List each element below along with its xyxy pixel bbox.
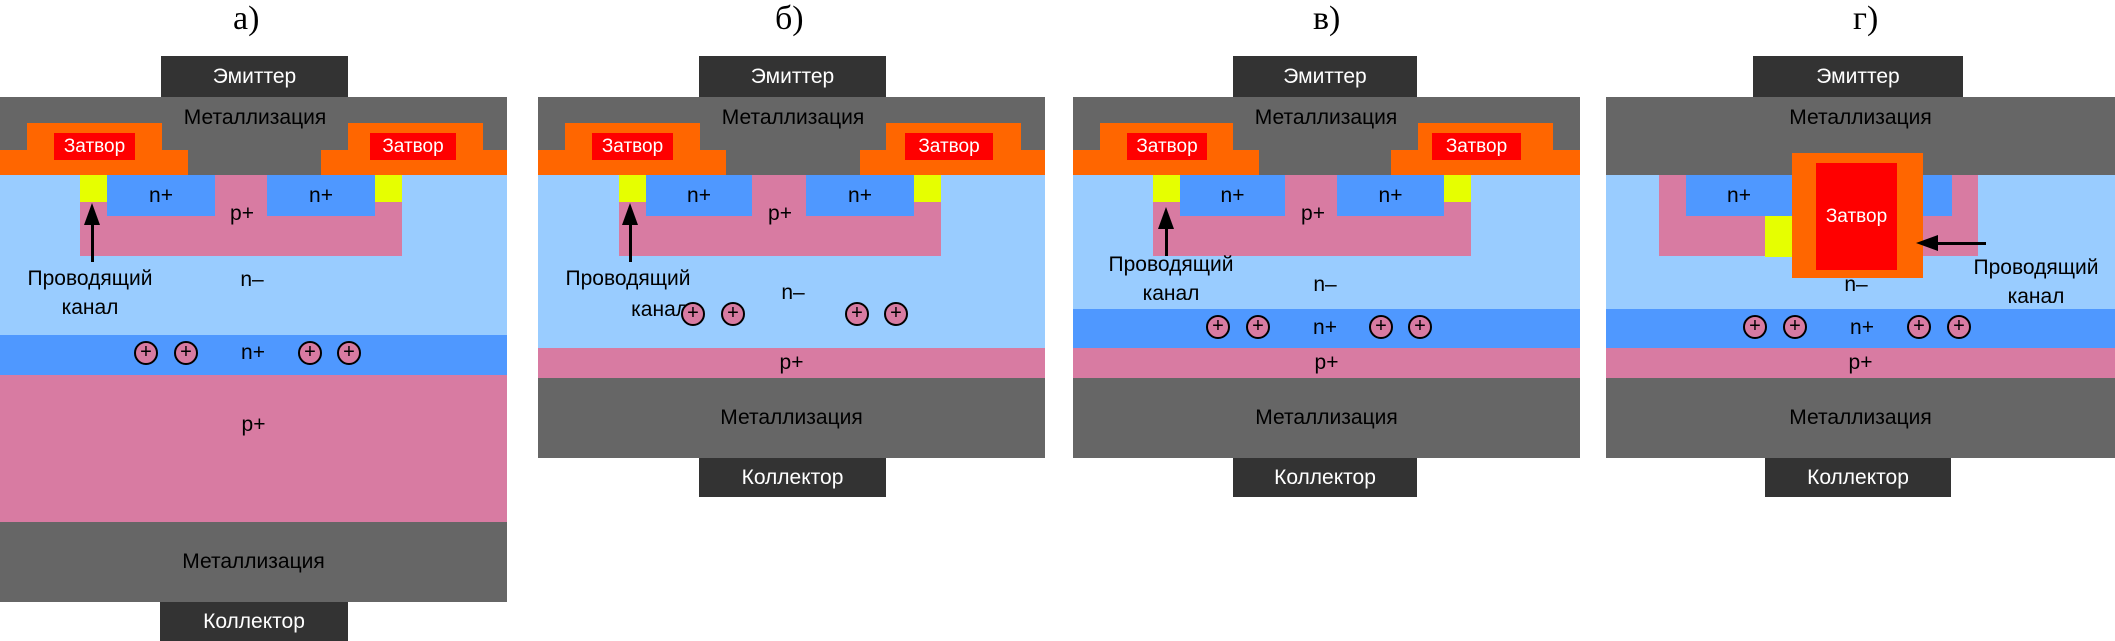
hole-icon: + bbox=[174, 341, 198, 365]
n-plus-emitter-right: n+ bbox=[806, 175, 914, 216]
panel-title: б) bbox=[775, 0, 804, 37]
p-plus-substrate: p+ bbox=[0, 375, 507, 522]
n-plus-emitter-left: n+ bbox=[1686, 175, 1792, 216]
trench-gate: Затвор bbox=[1816, 163, 1897, 270]
channel-label-line1: Проводящий bbox=[565, 267, 691, 290]
p-plus-well-label: p+ bbox=[230, 202, 254, 225]
arrow-left-icon bbox=[1916, 235, 1938, 251]
p-plus-substrate: p+ bbox=[1606, 348, 2115, 378]
gate-left: Затвор bbox=[1127, 133, 1207, 160]
hole-icon: + bbox=[337, 341, 361, 365]
n-plus-emitter-left: n+ bbox=[646, 175, 752, 216]
n-minus-label: n– bbox=[240, 268, 264, 291]
channel-label-line1: Проводящий bbox=[27, 267, 153, 290]
p-plus-well-label: p+ bbox=[768, 202, 792, 225]
arrow-shaft bbox=[629, 222, 632, 262]
arrow-up-icon bbox=[622, 203, 638, 225]
arrow-shaft bbox=[1165, 226, 1168, 256]
n-plus-field-stop-label: n+ bbox=[1850, 316, 1874, 339]
hole-icon: + bbox=[1408, 315, 1432, 339]
panel-b-npt-igbt: б) Затвор Затвор Металлизация n+ n+ p+ П… bbox=[538, 0, 1048, 641]
gate-right: Затвор bbox=[905, 133, 993, 160]
n-plus-emitter-left: n+ bbox=[107, 175, 215, 216]
hole-icon: + bbox=[681, 302, 705, 326]
hole-icon: + bbox=[1907, 315, 1931, 339]
collector-terminal: Коллектор bbox=[1765, 458, 1951, 497]
metallization-top-label: Металлизация bbox=[1254, 106, 1398, 129]
channel-label-line2: канал bbox=[61, 296, 119, 319]
hole-icon: + bbox=[845, 302, 869, 326]
panel-d-trench-igbt: г) Металлизация n+ n+ Затвор Проводящий … bbox=[1606, 0, 2115, 641]
channel-label-line1: Проводящий bbox=[1108, 253, 1234, 276]
n-plus-emitter-right: n+ bbox=[1337, 175, 1444, 216]
conducting-channel-left bbox=[619, 175, 646, 202]
emitter-terminal: Эмиттер bbox=[1233, 56, 1417, 97]
conducting-channel-left bbox=[1765, 216, 1792, 257]
hole-icon: + bbox=[1206, 315, 1230, 339]
conducting-channel-left bbox=[1153, 175, 1180, 202]
arrow-shaft bbox=[1936, 242, 1986, 245]
n-plus-emitter-left: n+ bbox=[1180, 175, 1285, 216]
emitter-terminal: Эмиттер bbox=[699, 56, 886, 97]
arrow-up-icon bbox=[1158, 207, 1174, 229]
n-minus-label: n– bbox=[1844, 273, 1868, 296]
emitter-terminal: Эмиттер bbox=[161, 56, 348, 97]
bottom-metallization: Металлизация bbox=[538, 378, 1045, 458]
collector-terminal: Коллектор bbox=[160, 602, 348, 641]
channel-label-line1: Проводящий bbox=[1973, 256, 2099, 279]
n-plus-field-stop-layer bbox=[1073, 309, 1580, 349]
collector-terminal: Коллектор bbox=[1233, 458, 1417, 497]
n-plus-field-stop-layer bbox=[1606, 309, 2115, 349]
channel-label-line2: канал bbox=[2007, 285, 2065, 308]
channel-label-line2: канал bbox=[631, 298, 688, 321]
hole-icon: + bbox=[1947, 315, 1971, 339]
panel-title: в) bbox=[1313, 0, 1341, 37]
gate-left: Затвор bbox=[54, 133, 135, 160]
hole-icon: + bbox=[1743, 315, 1767, 339]
panel-c-fs-igbt: в) Затвор Затвор Металлизация n+ n+ p+ П… bbox=[1073, 0, 1583, 641]
hole-icon: + bbox=[298, 341, 322, 365]
metallization-top-label: Металлизация bbox=[183, 106, 327, 129]
n-plus-buffer-layer bbox=[0, 335, 507, 375]
n-minus-label: n– bbox=[1313, 273, 1337, 296]
conducting-channel-right bbox=[1444, 175, 1471, 202]
n-plus-buffer-label: n+ bbox=[241, 341, 265, 364]
metallization-top-label: Металлизация bbox=[721, 106, 865, 129]
panel-title: г) bbox=[1853, 0, 1879, 37]
channel-label-line2: канал bbox=[1142, 282, 1200, 305]
gate-right: Затвор bbox=[370, 133, 456, 160]
collector-terminal: Коллектор bbox=[699, 458, 886, 497]
n-minus-label: n– bbox=[781, 281, 805, 304]
gate-right: Затвор bbox=[1432, 133, 1521, 160]
conducting-channel-right bbox=[375, 175, 402, 202]
hole-icon: + bbox=[1369, 315, 1393, 339]
hole-icon: + bbox=[884, 302, 908, 326]
arrow-shaft bbox=[91, 222, 94, 262]
n-plus-field-stop-label: n+ bbox=[1313, 316, 1337, 339]
bottom-metallization: Металлизация bbox=[1073, 378, 1580, 458]
panel-a-pt-igbt: а) Затвор Затвор Металлизация n+ n+ p+ П… bbox=[0, 0, 510, 641]
hole-icon: + bbox=[1783, 315, 1807, 339]
p-plus-substrate: p+ bbox=[1073, 348, 1580, 378]
n-plus-emitter-right: n+ bbox=[267, 175, 375, 216]
p-plus-well-label: p+ bbox=[1301, 202, 1325, 225]
hole-icon: + bbox=[721, 302, 745, 326]
conducting-channel-right bbox=[914, 175, 941, 202]
gate-left: Затвор bbox=[592, 133, 673, 160]
conducting-channel-left bbox=[80, 175, 107, 202]
bottom-metallization: Металлизация bbox=[1606, 378, 2115, 458]
hole-icon: + bbox=[134, 341, 158, 365]
hole-icon: + bbox=[1246, 315, 1270, 339]
emitter-terminal: Эмиттер bbox=[1753, 56, 1963, 97]
panel-title: а) bbox=[233, 0, 260, 37]
p-plus-substrate: p+ bbox=[538, 348, 1045, 378]
arrow-up-icon bbox=[84, 203, 100, 225]
bottom-metallization: Металлизация bbox=[0, 522, 507, 602]
